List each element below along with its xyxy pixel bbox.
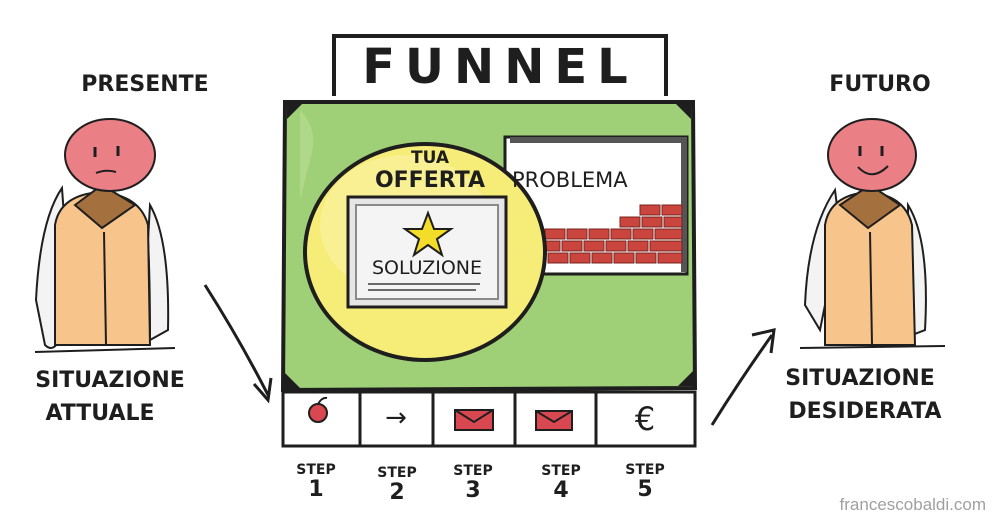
- step-label-2: STEP 2: [357, 466, 437, 504]
- step-word: STEP: [377, 465, 417, 481]
- current-situation-line2: ATTUALE: [45, 401, 155, 426]
- funnel-title: FUNNEL: [362, 39, 638, 95]
- future-heading: FUTURO: [829, 72, 931, 97]
- person-future: [799, 118, 946, 349]
- offer-label-line2: OFFERTA: [374, 168, 486, 193]
- apple-icon: [308, 396, 328, 423]
- step-word: STEP: [296, 462, 336, 478]
- desired-situation-line1: SITUAZIONE: [785, 366, 935, 391]
- person-present: [34, 118, 176, 353]
- step-word: STEP: [453, 463, 493, 479]
- step-word: STEP: [625, 462, 665, 478]
- step-number: 2: [389, 479, 405, 505]
- present-heading: PRESENTE: [81, 72, 209, 97]
- author-credit: francescobaldi.com: [839, 495, 986, 514]
- star-icon: [401, 210, 455, 258]
- arrow-right-icon: →: [385, 403, 407, 433]
- step-number: 3: [465, 477, 481, 503]
- solution-label: SOLUZIONE: [371, 257, 483, 279]
- step-number: 5: [637, 476, 653, 502]
- euro-icon: €: [634, 400, 656, 438]
- step-label-3: STEP 3: [433, 464, 513, 502]
- step-number: 4: [553, 477, 569, 503]
- solution-card: [346, 195, 508, 309]
- offer-label-line1: TUA: [410, 148, 450, 168]
- current-situation-line1: SITUAZIONE: [35, 368, 185, 393]
- step-word: STEP: [541, 463, 581, 479]
- step-label-1: STEP 1: [276, 463, 356, 501]
- envelope-icon: [454, 409, 494, 431]
- desired-situation-line2: DESIDERATA: [788, 399, 942, 424]
- funnel-title-box: FUNNEL: [332, 34, 668, 96]
- step-label-5: STEP 5: [605, 463, 685, 501]
- problem-panel: [503, 135, 689, 276]
- step-label-4: STEP 4: [521, 464, 601, 502]
- arrow-out-of-funnel: [710, 328, 776, 426]
- step-strip: [281, 390, 697, 448]
- envelope-icon: [535, 410, 573, 431]
- arrow-into-funnel: [203, 284, 273, 404]
- step-number: 1: [308, 476, 324, 502]
- problem-label: PROBLEMA: [512, 168, 628, 192]
- brick-wall: [539, 204, 683, 264]
